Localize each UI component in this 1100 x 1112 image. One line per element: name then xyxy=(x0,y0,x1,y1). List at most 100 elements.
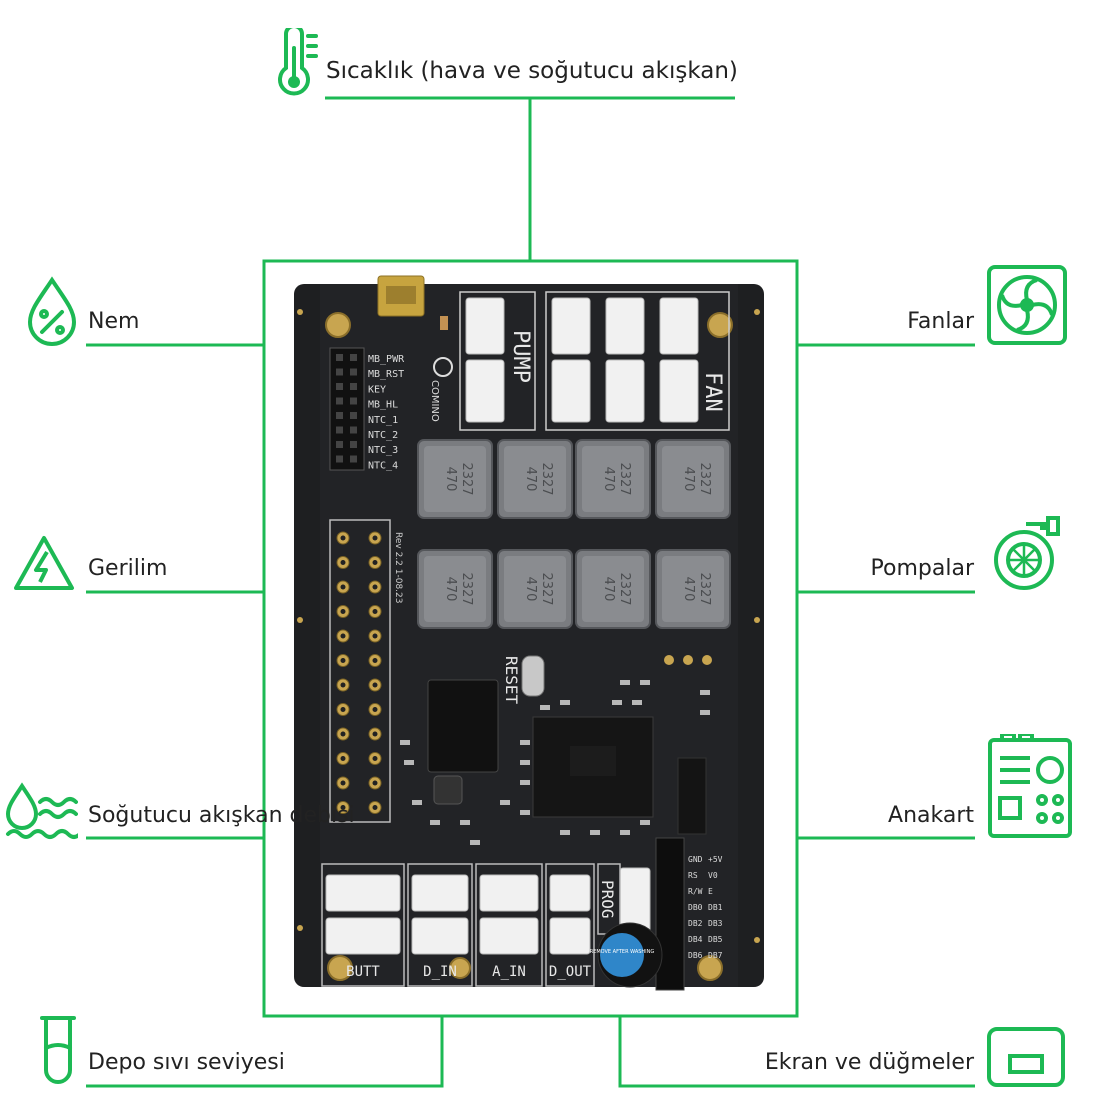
humidity-label: Nem xyxy=(88,309,140,334)
relay-chip xyxy=(427,679,499,773)
smd-component xyxy=(620,680,630,685)
smd-component xyxy=(520,780,530,785)
fans-label: Fanlar xyxy=(907,309,974,334)
smd-component xyxy=(520,760,530,765)
smd-component xyxy=(500,800,510,805)
fan-connector xyxy=(605,297,645,355)
lcd-pin-label: R/W xyxy=(688,887,703,896)
header-pin xyxy=(336,412,343,419)
lcd-pin-label: DB3 xyxy=(708,919,723,928)
smd-component xyxy=(640,680,650,685)
inductor-marking: 470 xyxy=(443,577,458,602)
smd-component xyxy=(460,820,470,825)
brand-logo-icon xyxy=(433,357,453,377)
inductor-small xyxy=(433,775,463,805)
inductor-marking: 2327 xyxy=(617,572,632,605)
digital-in-connector xyxy=(411,874,469,912)
header-pin xyxy=(336,368,343,376)
header-pin-label: NTC_3 xyxy=(368,445,398,456)
connector-silk-label: D_OUT xyxy=(549,964,592,980)
motherboard-icon xyxy=(988,734,1072,838)
inductor-marking: 470 xyxy=(601,467,616,492)
header-pin xyxy=(350,412,357,419)
connector-silk-label: A_IN xyxy=(492,964,526,980)
lcd-pin-label: DB0 xyxy=(688,903,703,912)
inductor-marking: 2327 xyxy=(539,572,554,605)
lcd-pin-label: DB2 xyxy=(688,919,703,928)
inductor-marking: 470 xyxy=(601,577,616,602)
water-waves-icon xyxy=(5,782,78,839)
buzzer-sticker xyxy=(600,933,644,977)
lcd-pin-label: DB4 xyxy=(688,935,703,944)
smd-component xyxy=(412,800,422,805)
coolant-flow-label: Soğutucu akışkan debisi xyxy=(88,803,355,828)
inductor-marking: 470 xyxy=(681,577,696,602)
smd-component xyxy=(470,840,480,845)
header-pin xyxy=(336,383,343,390)
header-pin-label: NTC_4 xyxy=(368,460,398,471)
header-pin-label: MB_HL xyxy=(368,400,398,411)
lcd-pin-label: DB6 xyxy=(688,951,703,960)
lcd-pin-label: E xyxy=(708,887,713,896)
smd-component xyxy=(620,830,630,835)
tank-level-connector xyxy=(86,1016,444,1088)
inductor-marking: 470 xyxy=(523,577,538,602)
header-pin xyxy=(336,354,343,361)
inductor-marking: 470 xyxy=(523,467,538,492)
voltage-label: Gerilim xyxy=(88,556,168,581)
digital-out-connector xyxy=(549,917,591,955)
fan-silk-label: FAN xyxy=(700,372,725,412)
crystal xyxy=(521,655,545,697)
prog-connector xyxy=(619,867,651,933)
header-pin xyxy=(336,441,343,448)
connector-silk-label: BUTT xyxy=(346,964,380,980)
tank-level-label: Depo sıvı seviyesi xyxy=(88,1050,285,1075)
smd-component xyxy=(540,705,550,710)
header-pin xyxy=(350,426,357,434)
header-pin xyxy=(350,383,357,390)
fan-connector xyxy=(551,297,591,355)
header-pin xyxy=(336,455,343,463)
fan-connector xyxy=(659,359,699,423)
header-pin-label: NTC_1 xyxy=(368,415,398,426)
smd-component xyxy=(560,830,570,835)
temperature-label: Sıcaklık (hava ve soğutucu akışkan) xyxy=(326,58,738,84)
lcd-header xyxy=(655,837,685,991)
digital-in-connector xyxy=(411,917,469,955)
smd-component xyxy=(700,690,710,695)
button-connector xyxy=(325,917,401,955)
pump-connector xyxy=(465,297,505,355)
pin-header xyxy=(329,347,365,471)
lcd-pin-label: GND xyxy=(688,855,703,864)
header-pin-label: MB_PWR xyxy=(368,354,405,365)
inductor-marking: 2327 xyxy=(459,462,474,495)
mounting-hole xyxy=(327,955,353,981)
display-buttons-label: Ekran ve düğmeler xyxy=(764,1050,974,1075)
pump-icon xyxy=(994,516,1060,590)
inductor-marking: 2327 xyxy=(697,462,712,495)
header-pin-label: MB_RST xyxy=(368,369,404,380)
header-pin-label: NTC_2 xyxy=(368,430,398,441)
header-pin xyxy=(336,426,343,434)
analog-in-connector xyxy=(479,874,539,912)
fan-connector xyxy=(605,359,645,423)
lcd-pin-label: DB7 xyxy=(708,951,723,960)
header-pin xyxy=(336,397,343,405)
fan-connector xyxy=(659,297,699,355)
smd-component xyxy=(404,760,414,765)
brand-text: COMINO xyxy=(429,380,440,422)
pump-connector xyxy=(465,359,505,423)
smd-component xyxy=(700,710,710,715)
mounting-hole xyxy=(325,312,351,338)
mounting-hole xyxy=(449,957,471,979)
test-tube-icon xyxy=(40,1016,76,1084)
inductor-marking: 2327 xyxy=(459,572,474,605)
motherboard-label: Anakart xyxy=(888,803,974,828)
inductor-marking: 2327 xyxy=(697,572,712,605)
